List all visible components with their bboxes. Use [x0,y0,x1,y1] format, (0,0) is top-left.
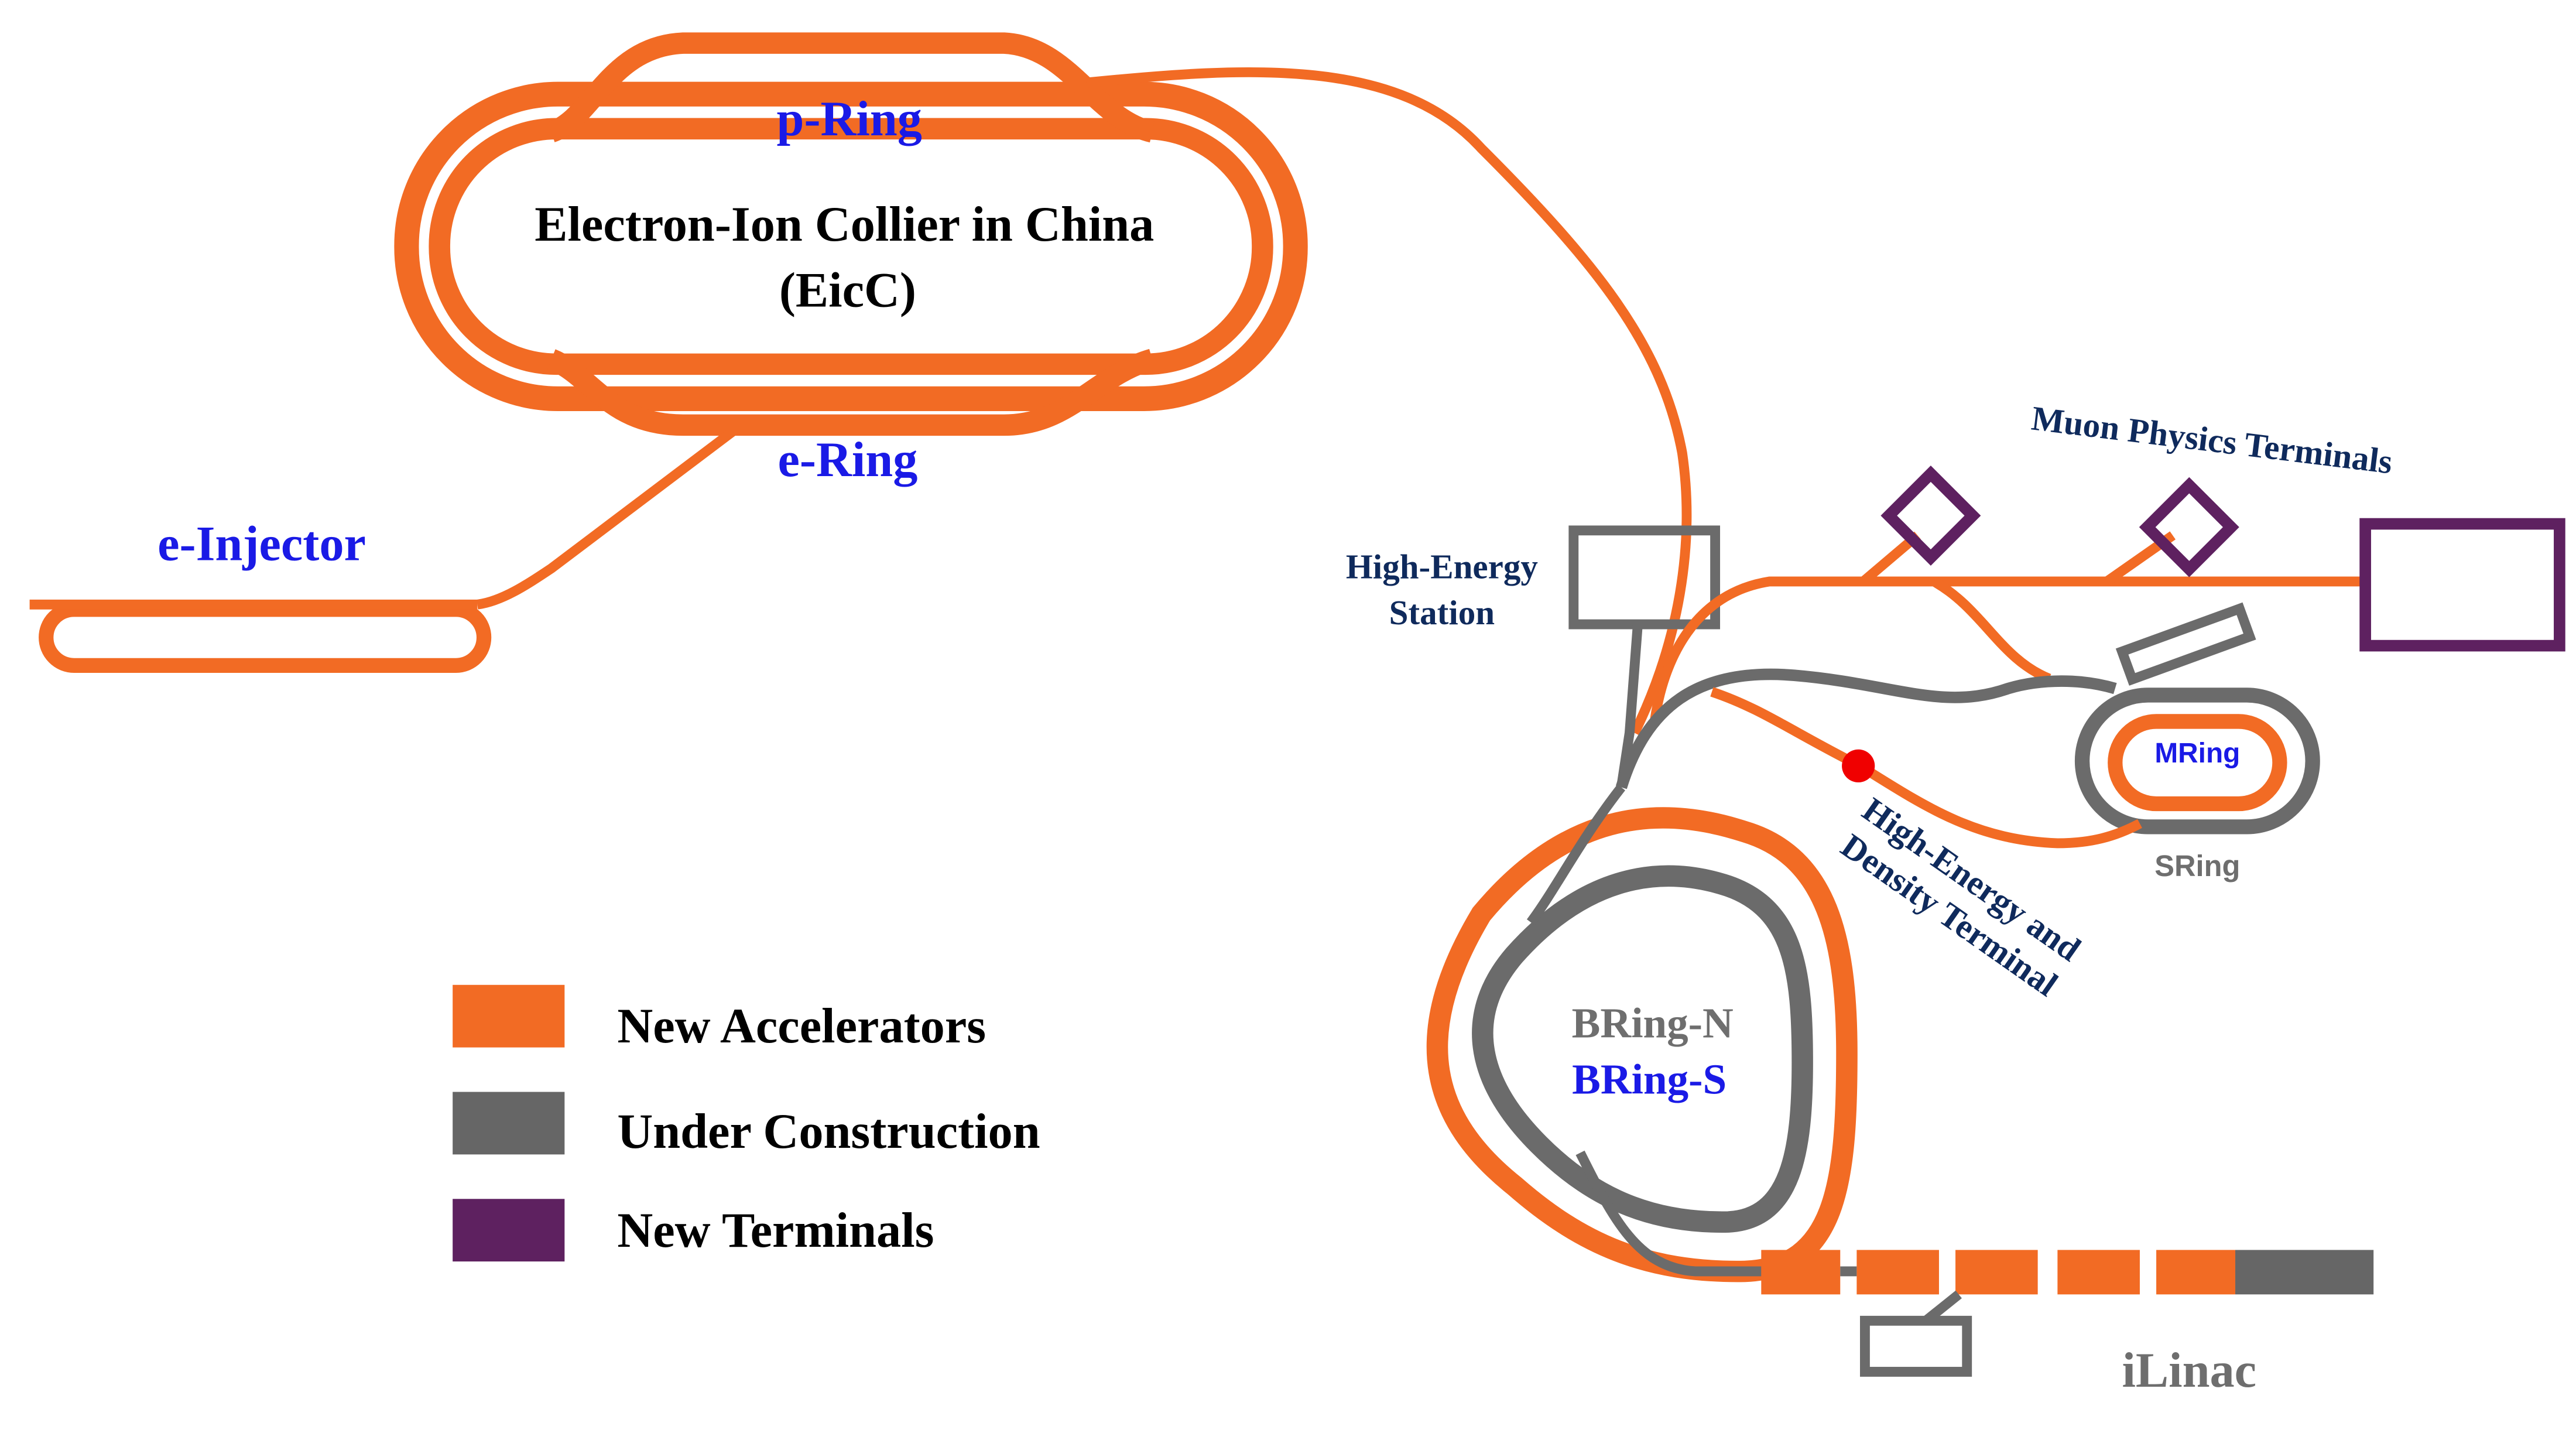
bring-n-inner-ring [1472,865,1813,1233]
bring-n-label: BRing-N [1572,1000,1734,1047]
legend-label-new-terminals: New Terminals [617,1203,934,1258]
bring-s-outer-ring [1426,807,1858,1282]
mring-ring [2108,714,2287,812]
ilinac-to-bring-line [1575,1150,1762,1277]
ilinac-segment-4 [2057,1250,2140,1295]
muon-main-beamline [1649,576,2366,726]
p-ring-label: p-Ring [777,92,922,146]
mring-feed-line [1931,577,2051,683]
eicc-title-line1: Electron-Ion Collier in China [535,197,1154,252]
sring-ring [2074,688,2320,835]
sring-gray-feed-line [1615,668,2117,789]
hed-target-dot [1842,749,1875,782]
ilinac-segment-2 [1856,1250,1939,1295]
mring-label: MRing [2154,738,2240,769]
ilinac-label: iLinac [2122,1343,2256,1398]
legend: New Accelerators Under Construction New … [453,984,1040,1262]
e-injector-ring [39,602,492,673]
legend-label-under-construction: Under Construction [617,1104,1040,1159]
e-ring-label: e-Ring [777,433,917,487]
sring-mring-complex [1615,602,2320,849]
e-ring-crossing [547,348,1156,436]
e-injector-label: e-Injector [157,517,366,571]
high-energy-station-group [1568,525,1721,788]
bring-complex [1426,784,1858,1282]
muon-terminal-diamond-2 [2139,477,2239,577]
p-ring-crossing [547,32,1155,143]
legend-swatch-under-construction [453,1092,565,1155]
muon-terminal-diamond-1 [1880,466,1981,566]
sring-extraction-stub [2115,602,2256,686]
bring-injection-line [1526,784,1625,925]
ilinac-branch-box [1859,1315,1972,1377]
legend-swatch-new-accelerators [453,984,565,1048]
muon-terminal-box-large [2359,518,2565,652]
high-energy-station-label-line1: High-Energy [1346,547,1538,586]
muon-beamlines [1649,466,2565,726]
eicc-complex [394,32,1692,736]
ilinac-segment-1 [1761,1250,1841,1295]
ilinac-segment-gray [2235,1250,2374,1295]
bring-s-label: BRing-S [1572,1055,1727,1103]
muon-terminals-label: Muon Physics Terminals [2030,398,2395,481]
p-ring-transfer-line [1085,67,1692,736]
eicc-outer-ring [394,81,1308,411]
e-injector-complex [29,427,736,673]
eicc-inner-ring [429,118,1273,375]
ilinac-segment-5 [2156,1250,2236,1295]
sring-label: SRing [2154,849,2240,883]
ilinac-segment-3 [1955,1250,2038,1295]
legend-label-new-accelerators: New Accelerators [617,999,986,1054]
high-energy-station-box [1568,525,1721,630]
hed-beamline [1710,687,2142,849]
eicc-title-line2: (EicC) [779,263,916,317]
legend-swatch-new-terminals [453,1199,565,1262]
high-energy-station-label-line2: Station [1389,593,1495,632]
ilinac-complex [1575,1150,2374,1377]
e-injector-transfer-line [476,427,736,610]
